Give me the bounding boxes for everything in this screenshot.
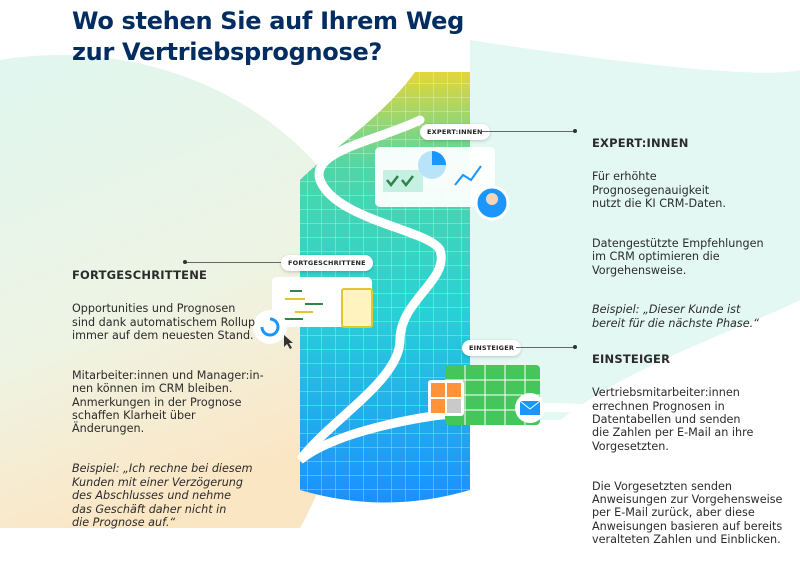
connector-beginner: [516, 347, 574, 348]
pill-beginner: EINSTEIGER: [462, 340, 522, 356]
refresh-icon: [253, 310, 287, 344]
background-blob-right: [470, 40, 800, 420]
section-text: Für erhöhte Prognosegenauigkeit nutzt di…: [592, 170, 726, 211]
beginner-spreadsheet-card: [428, 365, 545, 425]
section-example: Beispiel: „Ich rechne bei diesem Kunden …: [72, 462, 253, 529]
section-heading: EXPERT:INNEN: [592, 136, 689, 151]
pill-expert: EXPERT:INNEN: [420, 124, 490, 140]
section-text: Opportunities und Prognosen sind dank au…: [72, 302, 256, 343]
section-advanced: FORTGESCHRITTENE Opportunities und Progn…: [72, 256, 282, 556]
section-text: Die Vorgesetzten senden Anweisungen zur …: [592, 479, 783, 547]
page-title: Wo stehen Sie auf Ihrem Weg zur Vertrieb…: [72, 7, 464, 66]
cursor-icon: [284, 335, 293, 349]
section-heading: FORTGESCHRITTENE: [72, 268, 208, 283]
section-expert: EXPERT:INNEN Für erhöhte Prognosegenauig…: [592, 124, 792, 357]
background-blob-left: [0, 55, 359, 528]
connector-dot: [183, 260, 187, 264]
pill-advanced: FORTGESCHRITTENE: [281, 255, 373, 271]
section-text: Vertriebsmitarbeiter:innen errechnen Pro…: [592, 386, 754, 453]
connector-dot: [573, 345, 577, 349]
document-icon: [341, 288, 373, 328]
expert-dashboard-card: [375, 147, 510, 221]
section-example: Beispiel: „Dieser Kunde ist bereit für d…: [592, 303, 759, 330]
section-text: Mitarbeiter:innen und Manager:in- nen kö…: [72, 368, 264, 436]
advanced-report-card: [253, 277, 373, 349]
connector-advanced: [185, 262, 281, 263]
connector-dot: [573, 129, 577, 133]
section-text: Datengestützte Empfehlungen im CRM optim…: [592, 236, 764, 277]
winding-path: [296, 115, 605, 464]
background-illustration: [0, 40, 800, 528]
checkmark-icon: [386, 175, 414, 188]
line-chart-icon: [454, 165, 482, 186]
section-beginner: EINSTEIGER Vertriebsmitarbeiter:innen er…: [592, 340, 797, 573]
section-heading: EINSTEIGER: [592, 352, 671, 367]
connector-expert: [482, 131, 574, 132]
